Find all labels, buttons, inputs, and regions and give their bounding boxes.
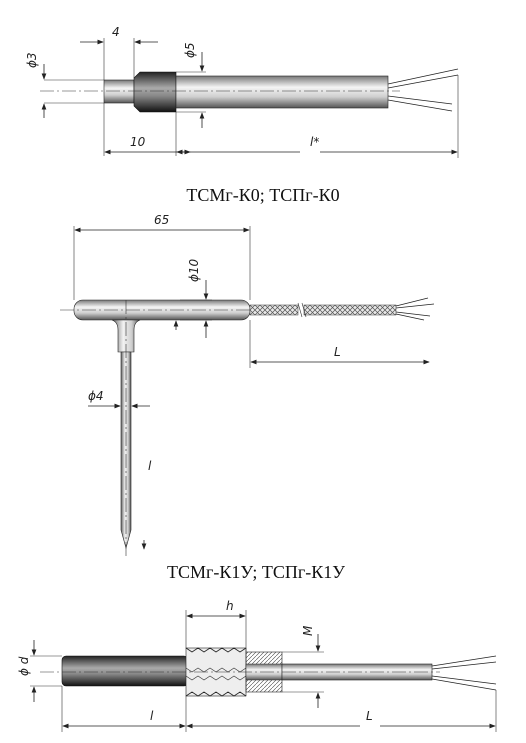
dim-phi5: ϕ5 [183,42,197,58]
caption-k1u: ТСМг-К1У; ТСПг-К1У [167,562,345,582]
dim-l-bottom: l [150,709,154,723]
braided-cable-2 [303,304,397,316]
dim-phi10: ϕ10 [187,258,201,282]
sensor-threaded-drawing: h M ϕ d l L [17,599,497,732]
dim-L-bottom: L [366,709,373,723]
dim-h: h [226,599,234,613]
dim-L-middle: L [334,345,341,359]
dim-phi3: ϕ3 [25,52,39,68]
dark-probe [61,655,189,687]
caption-k0: ТСМг-К0; ТСПг-К0 [186,185,339,205]
sensor-k0-drawing: ϕ3 4 ϕ5 10 l* [25,25,459,158]
lead-wires-2 [395,297,435,321]
sensor-k1u-drawing: 65 ϕ10 L ϕ4 l [60,213,435,556]
lead-wires-3 [431,655,497,691]
dim-M: M [301,625,315,636]
dim-l-star: l* [310,135,319,149]
dark-sleeve [133,71,177,113]
dim-phi-d: ϕ d [17,656,31,676]
dim-4: 4 [112,25,120,39]
dim-10: 10 [130,135,146,149]
dim-65: 65 [154,213,169,227]
lead-wires [387,68,459,112]
tip-cylinder [103,79,135,104]
braided-cable-1 [249,304,299,316]
sheath-tube [175,75,389,109]
dim-phi4: ϕ4 [88,389,104,403]
dim-l-middle: l [148,459,152,473]
